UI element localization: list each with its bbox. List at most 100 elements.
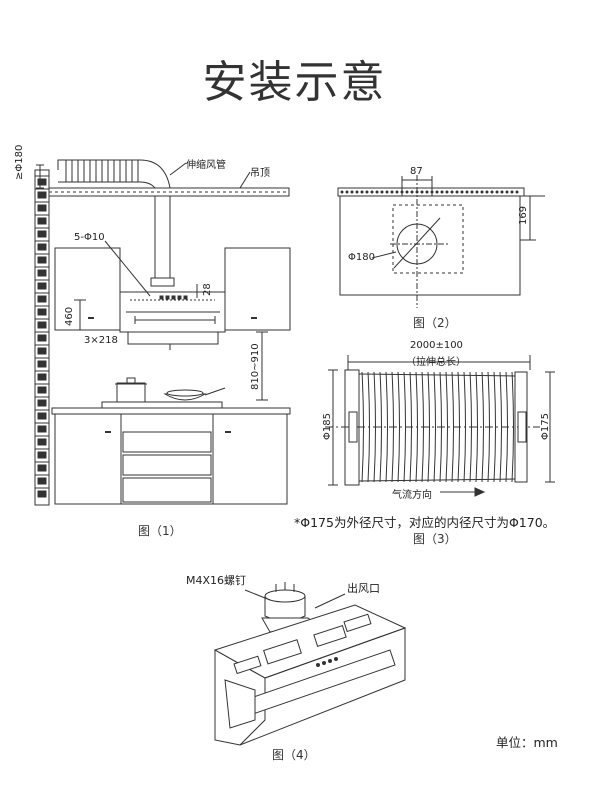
brick xyxy=(37,217,47,225)
panel-dot xyxy=(505,190,509,194)
panel-dot xyxy=(425,190,429,194)
duct-rib xyxy=(445,371,448,483)
ceiling-panel xyxy=(339,194,521,296)
panel-dot xyxy=(350,190,354,194)
figure1-caption: 图（1） xyxy=(138,524,182,538)
panel-dot xyxy=(390,190,394,194)
panel-dot xyxy=(445,190,449,194)
panel-dot xyxy=(420,190,424,194)
figure1-drawing xyxy=(34,159,291,506)
panel-dot xyxy=(465,190,469,194)
brick xyxy=(37,191,47,199)
brick xyxy=(37,451,47,459)
panel-dot xyxy=(510,190,514,194)
page-title: 安装示意 xyxy=(202,57,387,108)
figure3-drawing xyxy=(325,355,555,497)
panel-dot xyxy=(340,190,344,194)
brick xyxy=(37,178,47,186)
brick xyxy=(37,347,47,355)
upper-cabinet-left xyxy=(54,247,121,331)
duct-length-label: 2000±100 xyxy=(410,340,463,351)
panel-dot xyxy=(385,190,389,194)
brick xyxy=(37,477,47,485)
brick xyxy=(37,204,47,212)
dim-87-label: 87 xyxy=(410,166,423,177)
duct-rib xyxy=(385,371,388,483)
panel-dot xyxy=(405,190,409,194)
panel-dot xyxy=(480,190,484,194)
figure4-caption: 图（4） xyxy=(272,748,316,762)
brick xyxy=(37,256,47,264)
panel-dot xyxy=(395,190,399,194)
duct-rib xyxy=(481,371,484,483)
brick xyxy=(37,399,47,407)
duct-rib xyxy=(493,371,496,483)
panel-dot xyxy=(460,190,464,194)
panel-dot xyxy=(485,190,489,194)
ceiling-label: 吊顶 xyxy=(250,168,270,179)
wall-bricks xyxy=(35,175,49,498)
airflow-label: 气流方向 xyxy=(392,490,432,501)
panel-dot xyxy=(365,190,369,194)
panel-dot xyxy=(475,190,479,194)
duct-length-note: （拉伸总长） xyxy=(406,357,466,368)
base-cabinet xyxy=(54,413,288,505)
duct-top-edge xyxy=(358,373,516,377)
panel-dot xyxy=(500,190,504,194)
panel-dot xyxy=(355,190,359,194)
hood-outline xyxy=(392,204,464,274)
panel-dot xyxy=(495,190,499,194)
brick xyxy=(37,308,47,316)
panel-dot xyxy=(360,190,364,194)
panel-dot xyxy=(450,190,454,194)
panel-dot xyxy=(440,190,444,194)
duct-rib xyxy=(397,371,400,483)
panel-dot xyxy=(455,190,459,194)
brick xyxy=(37,373,47,381)
left-diameter-label: Φ185 xyxy=(322,413,333,440)
countertop xyxy=(51,407,291,415)
panel-dot xyxy=(490,190,494,194)
figure4-drawing xyxy=(213,582,407,746)
panel-dot xyxy=(345,190,349,194)
dim-28-label: 28 xyxy=(202,283,213,296)
brick xyxy=(37,425,47,433)
duct-rib xyxy=(379,371,382,483)
duct-rib xyxy=(427,371,430,483)
screw-label: M4X16螺钉 xyxy=(186,574,247,587)
holes-label: 5-Φ10 xyxy=(74,232,105,243)
right-diameter-label: Φ175 xyxy=(540,413,551,440)
panel-dot xyxy=(410,190,414,194)
duct-bottom-edge xyxy=(358,478,516,482)
brick xyxy=(37,438,47,446)
brick xyxy=(37,334,47,342)
panel-dot xyxy=(370,190,374,194)
unit-note: 单位：mm xyxy=(496,735,558,750)
brick xyxy=(37,412,47,420)
panel-dot xyxy=(380,190,384,194)
cabinet-height-label: 460 xyxy=(64,306,75,326)
brick xyxy=(37,360,47,368)
spacing-label: 3×218 xyxy=(84,335,118,346)
figure2-drawing xyxy=(337,175,545,308)
brick xyxy=(37,243,47,251)
mount-holes xyxy=(159,295,188,300)
brick xyxy=(37,282,47,290)
brick xyxy=(37,321,47,329)
panel-dot xyxy=(515,190,519,194)
brick xyxy=(37,295,47,303)
pot xyxy=(116,382,146,403)
brick xyxy=(37,269,47,277)
install-height-label: 810~910 xyxy=(250,343,261,390)
flex-duct xyxy=(57,159,171,189)
brick xyxy=(37,386,47,394)
panel-dot xyxy=(470,190,474,194)
outlet-label: 出风口 xyxy=(347,582,380,595)
panel-dot xyxy=(375,190,379,194)
figure2-caption: 图（2） xyxy=(413,316,457,330)
duct-rib xyxy=(475,371,478,483)
duct-diameter-label: ≥Φ180 xyxy=(14,144,25,180)
cooktop xyxy=(101,401,223,409)
dim-169-label: 169 xyxy=(518,205,529,225)
